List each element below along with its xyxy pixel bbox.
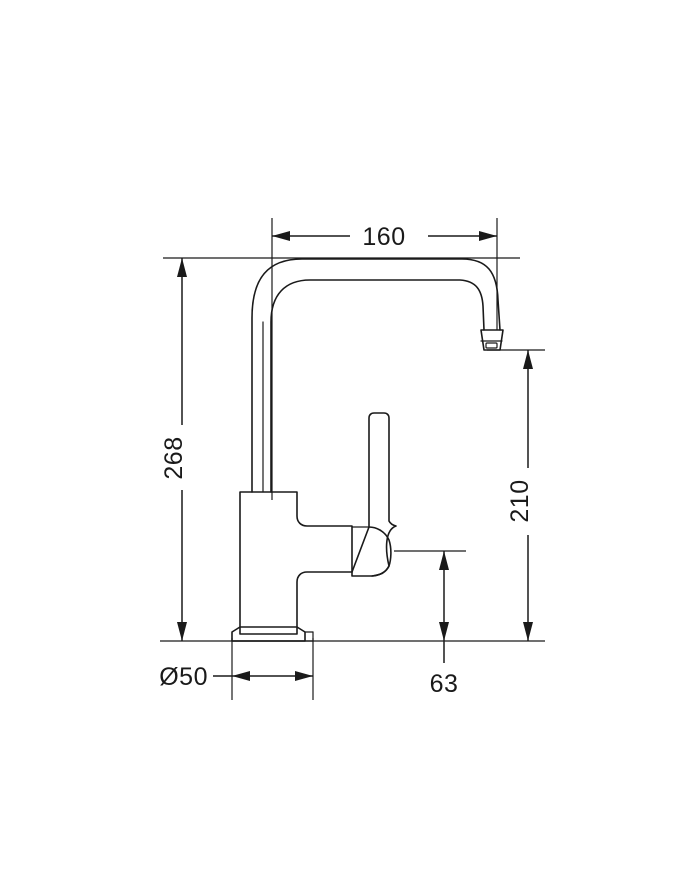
dimension-overall-height: 268 bbox=[160, 258, 188, 641]
lever-handle-hub bbox=[368, 526, 392, 577]
aerator-slot bbox=[485, 342, 498, 349]
spout-inner-profile bbox=[270, 279, 485, 493]
dim-label-210: 210 bbox=[506, 479, 534, 522]
extension-lines bbox=[160, 218, 545, 700]
dimension-handle-height: 63 bbox=[430, 551, 459, 698]
arrow-63-bottom bbox=[439, 622, 449, 641]
arrow-d50-left bbox=[232, 671, 250, 681]
faucet-lever-handle bbox=[351, 412, 397, 577]
aerator-collar bbox=[480, 329, 504, 351]
dim-label-160: 160 bbox=[362, 223, 405, 251]
arrow-d50-right bbox=[295, 671, 313, 681]
body-profile bbox=[239, 491, 353, 635]
lever-handle-profile bbox=[351, 412, 397, 577]
dim-label-268: 268 bbox=[160, 436, 188, 479]
faucet-base-flange bbox=[231, 626, 314, 642]
dim-label-63: 63 bbox=[430, 670, 459, 698]
faucet-aerator bbox=[480, 329, 504, 351]
dim-label-d50: Ø50 bbox=[159, 663, 208, 691]
arrow-160-left bbox=[272, 231, 290, 241]
arrow-210-bottom bbox=[523, 622, 533, 641]
dimension-base-diameter: Ø50 bbox=[159, 663, 313, 691]
faucet-body bbox=[239, 491, 353, 635]
arrow-268-bottom bbox=[177, 622, 187, 641]
spout-outer-profile bbox=[251, 258, 501, 493]
dimension-spout-reach: 160 bbox=[272, 223, 497, 251]
arrow-268-top bbox=[177, 258, 187, 277]
arrow-63-top bbox=[439, 551, 449, 570]
arrow-210-top bbox=[523, 350, 533, 369]
faucet-spout bbox=[251, 258, 501, 493]
arrow-160-right bbox=[479, 231, 497, 241]
dimension-spout-outlet-height: 210 bbox=[506, 350, 534, 641]
